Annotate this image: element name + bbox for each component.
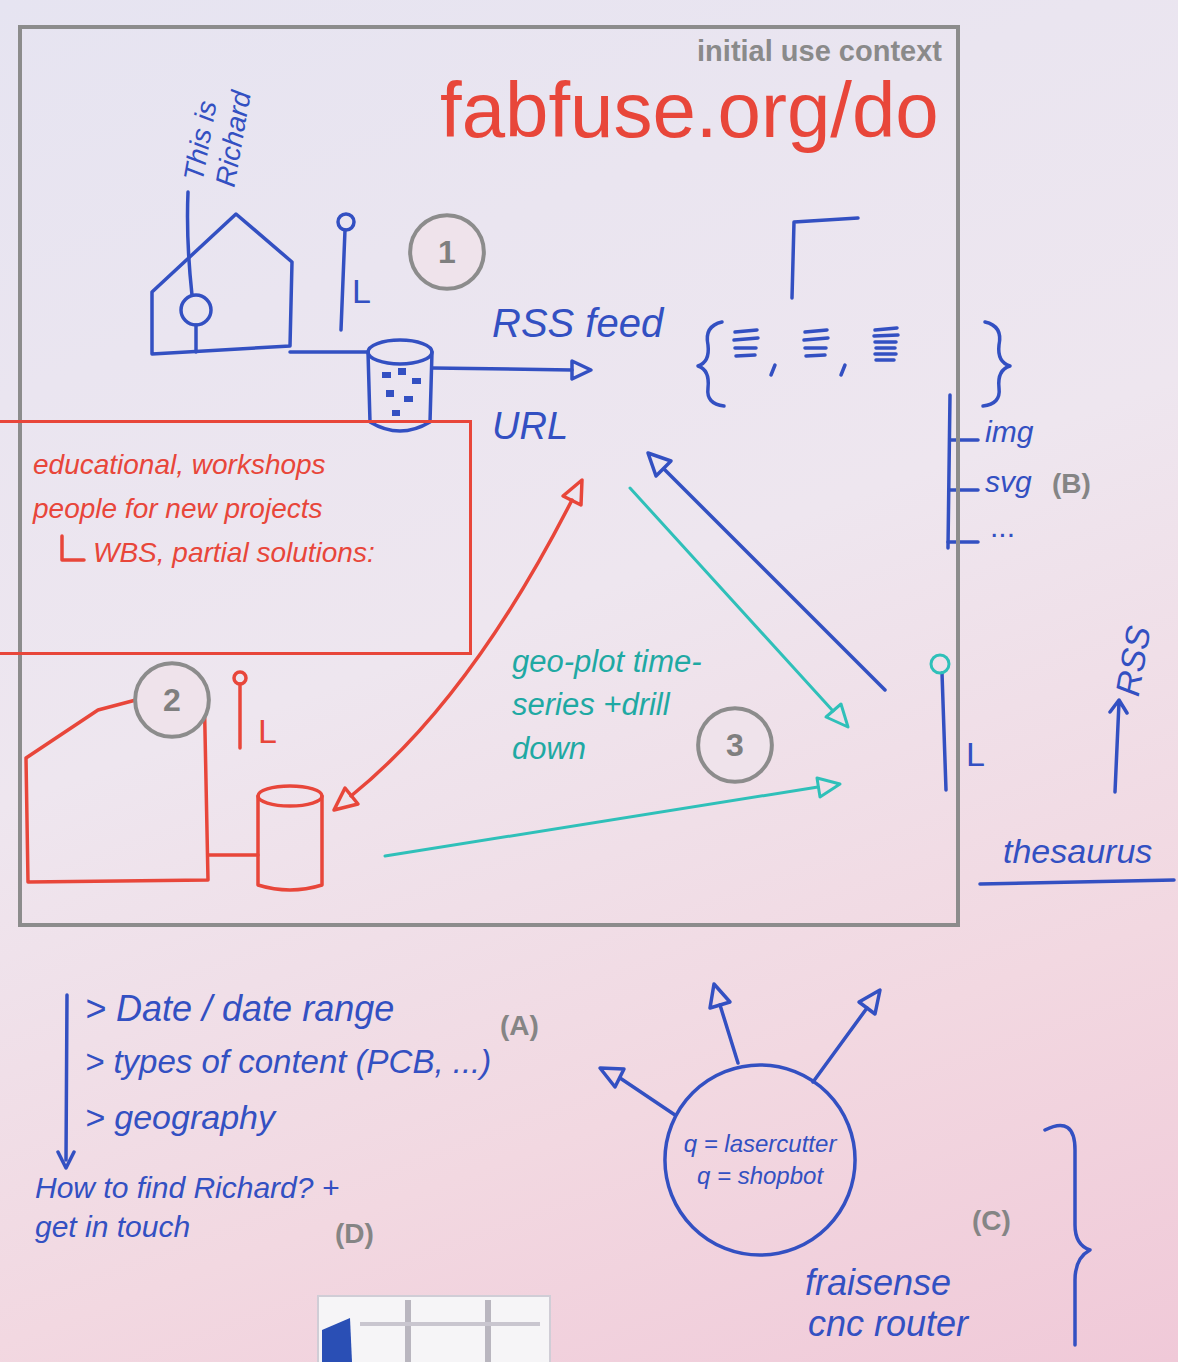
callout-number-text: 1 <box>438 236 456 268</box>
callout-number: 1 <box>409 214 485 290</box>
callout-letter: (A) <box>500 1010 539 1042</box>
query-ring <box>662 1062 858 1258</box>
feature-note: geo-plot time-series +drill down <box>512 640 712 770</box>
callout-number: 2 <box>134 662 210 738</box>
callout-letter: (B) <box>1052 468 1091 500</box>
filter-item: > geography <box>85 1098 275 1137</box>
note-box: educational, workshopspeople for new pro… <box>0 420 472 655</box>
machine-name: fraisense <box>805 1262 951 1303</box>
note-text: people for new projects <box>33 487 323 531</box>
callout-number: 3 <box>697 707 773 783</box>
query-circle: q = lasercutterq = shopbot <box>662 1062 858 1258</box>
url-heading: fabfuse.org/do <box>440 66 939 156</box>
feed-label: RSS <box>1108 623 1159 699</box>
url-label: URL <box>492 405 568 449</box>
context-frame: initial use context 1 educational, worksho… <box>18 25 960 927</box>
content-type: img <box>985 415 1033 450</box>
callout-letter: (D) <box>335 1218 374 1250</box>
callout-number-text: 2 <box>163 684 181 716</box>
outline <box>665 1065 855 1255</box>
filter-item: > Date / date range <box>85 988 394 1029</box>
pin-letter: L <box>258 712 277 751</box>
callout-letter: (C) <box>972 1205 1011 1237</box>
feed-label: RSS feed <box>492 300 663 346</box>
pin-letter: L <box>352 272 371 311</box>
frame-heading: initial use context <box>22 35 942 68</box>
note-text: WBS, partial solutions: <box>93 531 375 575</box>
name-note: This is Richard <box>178 30 267 189</box>
callout-number-text: 3 <box>726 729 744 761</box>
outline <box>135 663 209 737</box>
ellipsis: ... <box>990 510 1015 545</box>
content-type: svg <box>985 465 1032 500</box>
question-note: How to find Richard? + get in touch <box>35 1168 355 1246</box>
machine-name: cnc router <box>808 1303 968 1344</box>
thesaurus-label: thesaurus <box>1003 832 1152 871</box>
pin-letter: L <box>966 735 985 774</box>
filter-item: > types of content (PCB, ...) <box>85 1043 491 1081</box>
outline <box>410 215 484 289</box>
outline <box>698 708 772 782</box>
note-text: educational, workshops <box>33 443 326 487</box>
query-text: q = shopbot <box>697 1160 823 1192</box>
query-text: q = lasercutter <box>684 1128 837 1160</box>
